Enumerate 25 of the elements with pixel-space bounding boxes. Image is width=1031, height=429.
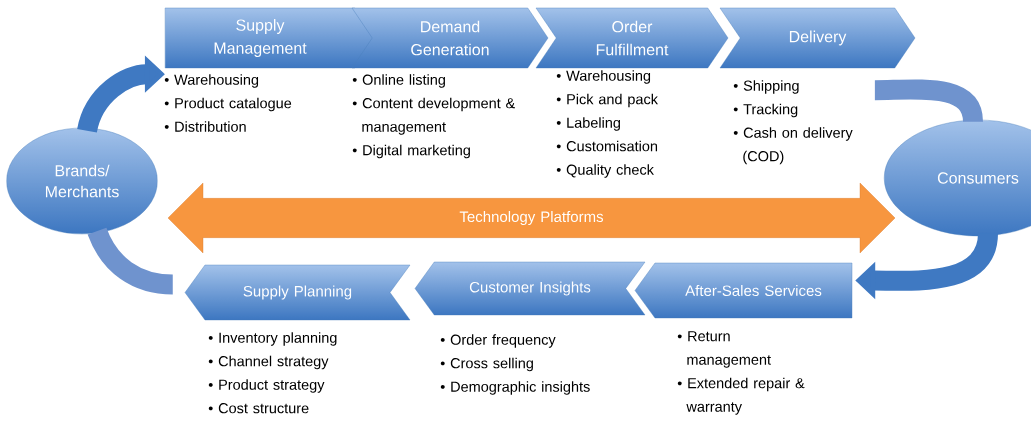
node-label: • Quality check [556,164,654,178]
node-label: • Labeling [556,117,620,131]
bullet-list: • Warehousing • Product catalogue • Distribution [164,74,292,132]
node-label: • Cost structure [208,403,309,414]
chevron-step: Delivery [719,7,916,69]
chevron-step: Demand Generation [351,7,549,69]
chevron-step: After-Sales Services [634,262,853,319]
node-label: • Customisation [556,140,658,152]
node-label: • Channel strategy [208,355,329,370]
node-label: • Product strategy [208,379,325,393]
double-arrow-band: Technology Platforms [167,182,896,254]
chevron-step: Supply Planning [184,264,411,321]
node-label: • Warehousing [556,70,651,84]
chevron-step: Order Fulfillment [535,7,729,69]
ellipse-node: Brands/ Merchants [6,127,158,235]
chevron-step: Supply Management [164,7,376,69]
chevron-step: Customer Insights [414,261,646,316]
bullet-list: • Shipping • Tracking • Cash on delivery (COD) [733,80,853,165]
bullet-list: • Order frequency • Cross selling • Demographic insights [440,334,590,395]
bullet-list: • Online listing • Content development & management • Digital marketing [352,74,515,159]
bullet-list: • Return management • Extended repair & warranty [677,331,805,415]
bullet-list: • Inventory planning • Channel strategy • Product strategy • Cost structure [208,332,337,414]
node-label: • Inventory planning [208,332,337,346]
bullet-list: • Warehousing • Pick and pack • Labeling • Customisation • Quality check [556,70,658,178]
node-label: • Pick and pack [556,93,658,108]
